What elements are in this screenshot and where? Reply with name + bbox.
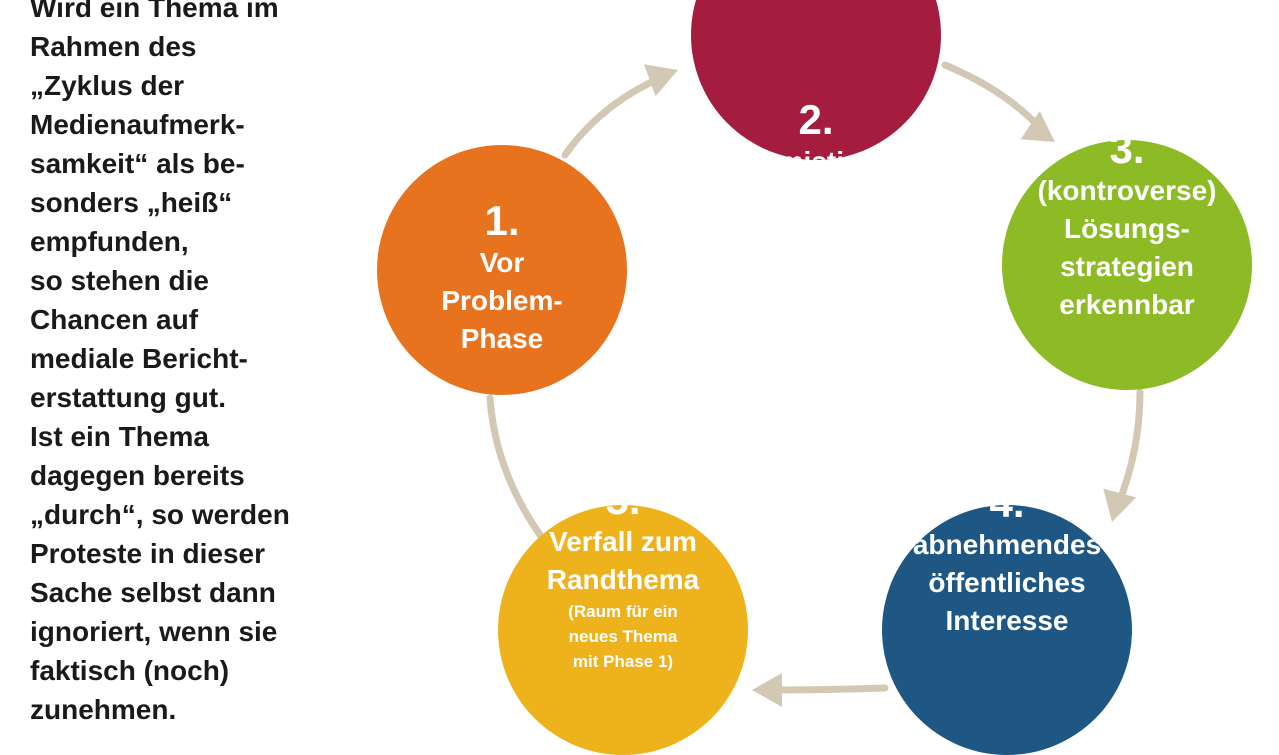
phase-3-circle: 3.(kontroverse) Lösungs-strategien erkennb… bbox=[1002, 140, 1252, 390]
phase-number: 3. bbox=[1109, 140, 1145, 172]
intro-text-line: dagegen bereits bbox=[30, 460, 245, 491]
phase-title-line: Lösungs- bbox=[1064, 213, 1190, 244]
arrowhead-icon bbox=[752, 673, 782, 707]
phase-title-line: Problem- bbox=[441, 285, 563, 316]
intro-text-line: „Zyklus der bbox=[30, 70, 185, 101]
intro-text-line: Sache selbst dann bbox=[30, 577, 276, 608]
phase-subtitle-line: neues Thema bbox=[568, 626, 678, 646]
intro-text-line: mediale Bericht- bbox=[30, 343, 248, 374]
intro-text-line: „durch“, so werden bbox=[30, 499, 290, 530]
arrowhead-icon bbox=[643, 64, 678, 97]
intro-text-line: samkeit“ als be- bbox=[30, 148, 245, 179]
arrow-phase-3-to-4 bbox=[1103, 388, 1144, 522]
cycle-arrows bbox=[486, 61, 1144, 707]
phase-number: 4. bbox=[913, 505, 1101, 526]
phase-title-line: Randthema bbox=[546, 563, 700, 595]
phase-title-line: Interesse bbox=[945, 605, 1069, 636]
arrow-phase-1-to-2 bbox=[561, 64, 678, 159]
arrow-phase-4-to-5 bbox=[752, 673, 889, 707]
phase-title-line: Vor bbox=[479, 247, 525, 278]
intro-text-line: Ist ein Thema bbox=[30, 421, 209, 452]
phase-title-line: Verfall zum bbox=[549, 525, 697, 557]
arrowhead-icon bbox=[1103, 488, 1137, 522]
intro-text-line: erstattung gut. bbox=[30, 382, 226, 413]
arrow-phase-2-to-3 bbox=[941, 61, 1055, 142]
phase-subtitle-line: mit Phase 1) bbox=[572, 651, 674, 671]
phase-title-line: abnehmendes bbox=[912, 529, 1102, 560]
phase-number: 5. bbox=[547, 505, 699, 523]
intro-text-line: Medienaufmerk- bbox=[30, 109, 245, 140]
phase-title-line: erkennbar bbox=[1059, 289, 1195, 320]
arrow-line bbox=[486, 394, 544, 539]
phase-title-line: strategien bbox=[1060, 251, 1194, 282]
intro-text-line: so stehen die bbox=[30, 265, 209, 296]
intro-text-line: Wird ein Thema im bbox=[30, 0, 279, 23]
phase-subtitle-line: (Raum für ein bbox=[568, 601, 678, 621]
phase-2-circle: 2.AlarmistischePhase(EntdeckungdurchMass… bbox=[691, 0, 941, 160]
arrowhead-icon bbox=[1020, 111, 1055, 142]
phase-number: 1. bbox=[484, 197, 520, 244]
phase-title-line: (kontroverse) bbox=[1037, 175, 1217, 206]
intro-text-line: ignoriert, wenn sie bbox=[30, 616, 278, 647]
intro-text-line: Rahmen des bbox=[30, 31, 197, 62]
phase-title-line: Alarmistische bbox=[724, 143, 908, 161]
arrow-phase-5-to-1 bbox=[486, 394, 544, 539]
intro-text-line: Chancen auf bbox=[30, 304, 199, 335]
arrow-line bbox=[766, 684, 889, 694]
phase-number: 2. bbox=[798, 95, 834, 143]
arrow-line bbox=[941, 61, 1044, 132]
intro-text-line: Proteste in dieser bbox=[30, 538, 265, 569]
intro-text-line: empfunden, bbox=[30, 226, 189, 257]
phase-title-line: Phase bbox=[460, 323, 544, 354]
intro-text-line: faktisch (noch) bbox=[30, 655, 230, 686]
arrow-line bbox=[1114, 388, 1144, 509]
phase-title-line: öffentliches bbox=[928, 567, 1086, 598]
arrow-line bbox=[561, 74, 664, 159]
intro-text-line: sonders „heiß“ bbox=[30, 187, 233, 218]
